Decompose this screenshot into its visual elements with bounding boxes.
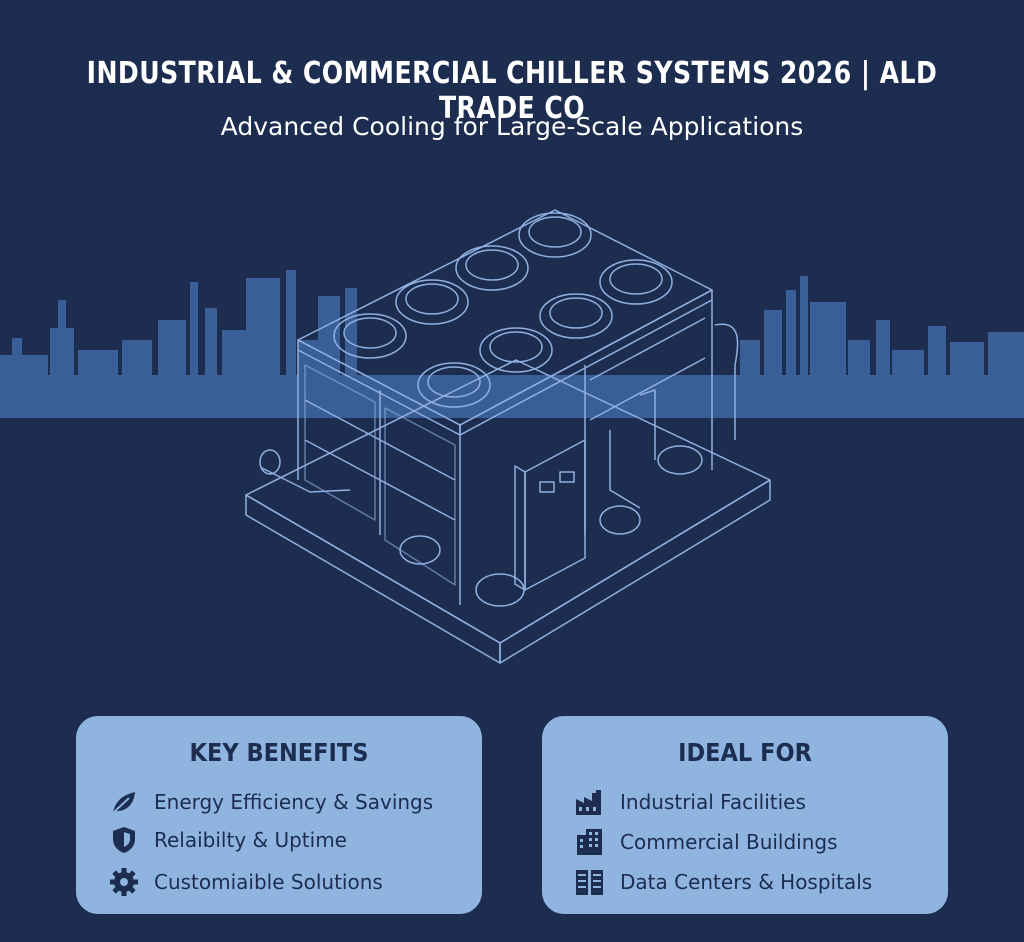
ideal-label: Data Centers & Hospitals: [620, 870, 873, 894]
ideal-for-heading: IDEAL FOR: [678, 738, 812, 767]
benefit-label: Customiaible Solutions: [154, 870, 383, 894]
key-benefits-heading: KEY BENEFITS: [189, 738, 369, 767]
ideal-label: Commercial Buildings: [620, 830, 838, 854]
shield-icon: [108, 824, 140, 856]
ideal-item-data-centers: Data Centers & Hospitals: [574, 866, 872, 898]
page-subtitle: Advanced Cooling for Large-Scale Applica…: [220, 112, 804, 141]
key-benefits-card: KEY BENEFITS Energy Efficiency & Savings…: [76, 716, 482, 914]
factory-icon: [574, 786, 606, 818]
benefit-label: Relaibilty & Uptime: [154, 828, 347, 852]
benefit-item-customizable: Customiaible Solutions: [108, 866, 383, 898]
leaf-icon: [108, 786, 140, 818]
ideal-for-card: IDEAL FOR Industrial Facilities: [542, 716, 948, 914]
ideal-item-commercial: Commercial Buildings: [574, 826, 838, 858]
city-skyline: [0, 270, 1024, 418]
benefit-label: Energy Efficiency & Savings: [154, 790, 434, 814]
fan-row: [333, 212, 673, 408]
benefit-item-energy-efficiency: Energy Efficiency & Savings: [108, 786, 433, 818]
chiller-unit: [245, 209, 771, 664]
gear-icon: [108, 866, 140, 898]
ideal-label: Industrial Facilities: [620, 790, 806, 814]
office-building-icon: [574, 826, 606, 858]
chiller-blueprint-illustration: [0, 209, 1024, 664]
server-rack-icon: [574, 866, 606, 898]
ideal-item-industrial: Industrial Facilities: [574, 786, 806, 818]
benefit-item-reliability: Relaibilty & Uptime: [108, 824, 347, 856]
page-title: INDUSTRIAL & COMMERCIAL CHILLER SYSTEMS …: [86, 56, 938, 126]
